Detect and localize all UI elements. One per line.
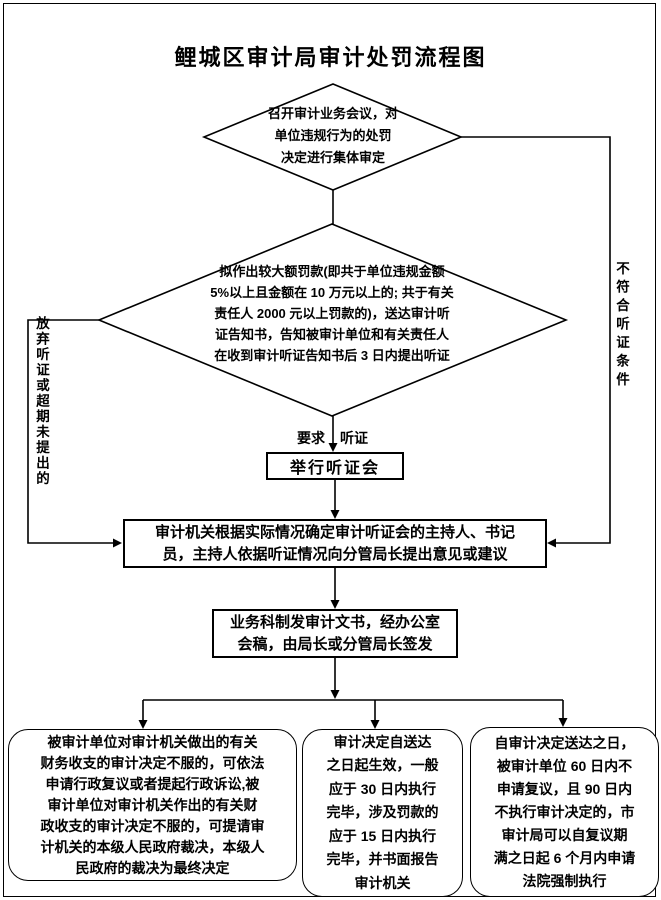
enforcement-box: 自审计决定送达之日， 被审计单位 60 日内不 申请复议，且 90 日内 不执行… (470, 727, 659, 897)
fine-diamond-shape (96, 223, 569, 417)
connector-no-condition-path (461, 136, 611, 544)
appeal-box: 被审计单位对审计机关做出的有关 财务收支的审计决定不服的，可依法 申请行政复议或… (8, 729, 297, 881)
appeal-box-text: 被审计单位对审计机关做出的有关 财务收支的审计决定不服的，可依法 申请行政复议或… (40, 733, 265, 876)
arrowhead-right-icon (113, 538, 122, 548)
host-box-text: 审计机关根据实际情况确定审计听证会的主持人、书记 员，主持人依据听证情况向分管局… (154, 523, 515, 563)
hearing-box: 举行听证会 (266, 452, 404, 480)
issue-box: 业务科制发审计文书，经办公室 会稿，由局长或分管局长签发 (212, 609, 458, 658)
page-title: 鲤城区审计局审计处罚流程图 (174, 45, 487, 70)
arrowheads (113, 443, 568, 729)
waive-hearing-label: 放弃听证或超期未提出的 (34, 316, 49, 487)
host-box: 审计机关根据实际情况确定审计听证会的主持人、书记 员，主持人依据听证情况向分管局… (123, 519, 547, 568)
execution-box-text: 审计决定自送达 之日起生效，一般 应于 30 日内执行 完毕，涉及罚款的 应于 … (326, 733, 439, 891)
arrowhead-down-icon (138, 720, 148, 729)
execution-box: 审计决定自送达 之日起生效，一般 应于 30 日内执行 完毕，涉及罚款的 应于 … (302, 729, 463, 897)
arrowhead-down-icon (370, 720, 380, 729)
arrowhead-left-icon (547, 538, 556, 548)
issue-box-text: 业务科制发审计文书，经办公室 会稿，由局长或分管局长签发 (229, 613, 440, 653)
fine-diamond-text: 拟作出较大额罚款(即共于单位违规金额 5%以上且金额在 10 万元以上的; 共于… (210, 264, 454, 363)
arrowhead-down-icon (330, 510, 340, 519)
hearing-box-text: 举行听证会 (289, 460, 380, 477)
request-label: 要求 (297, 430, 325, 446)
enforcement-box-text: 自审计决定送达之日， 被审计单位 60 日内不 申请复议，且 90 日内 不执行… (493, 734, 636, 889)
arrowhead-down-icon (330, 600, 340, 609)
arrowhead-down-icon (558, 718, 568, 727)
meeting-diamond-text: 召开审计业务会议，对 单位违规行为的处罚 决定进行集体审定 (267, 106, 398, 165)
connector-waive-path (27, 319, 118, 544)
hearing-label: 听证 (340, 430, 368, 446)
no-hearing-condition-label: 不符合听证条件 (614, 261, 629, 391)
arrowhead-down-icon (330, 690, 340, 699)
arrowhead-down-icon (328, 443, 338, 452)
